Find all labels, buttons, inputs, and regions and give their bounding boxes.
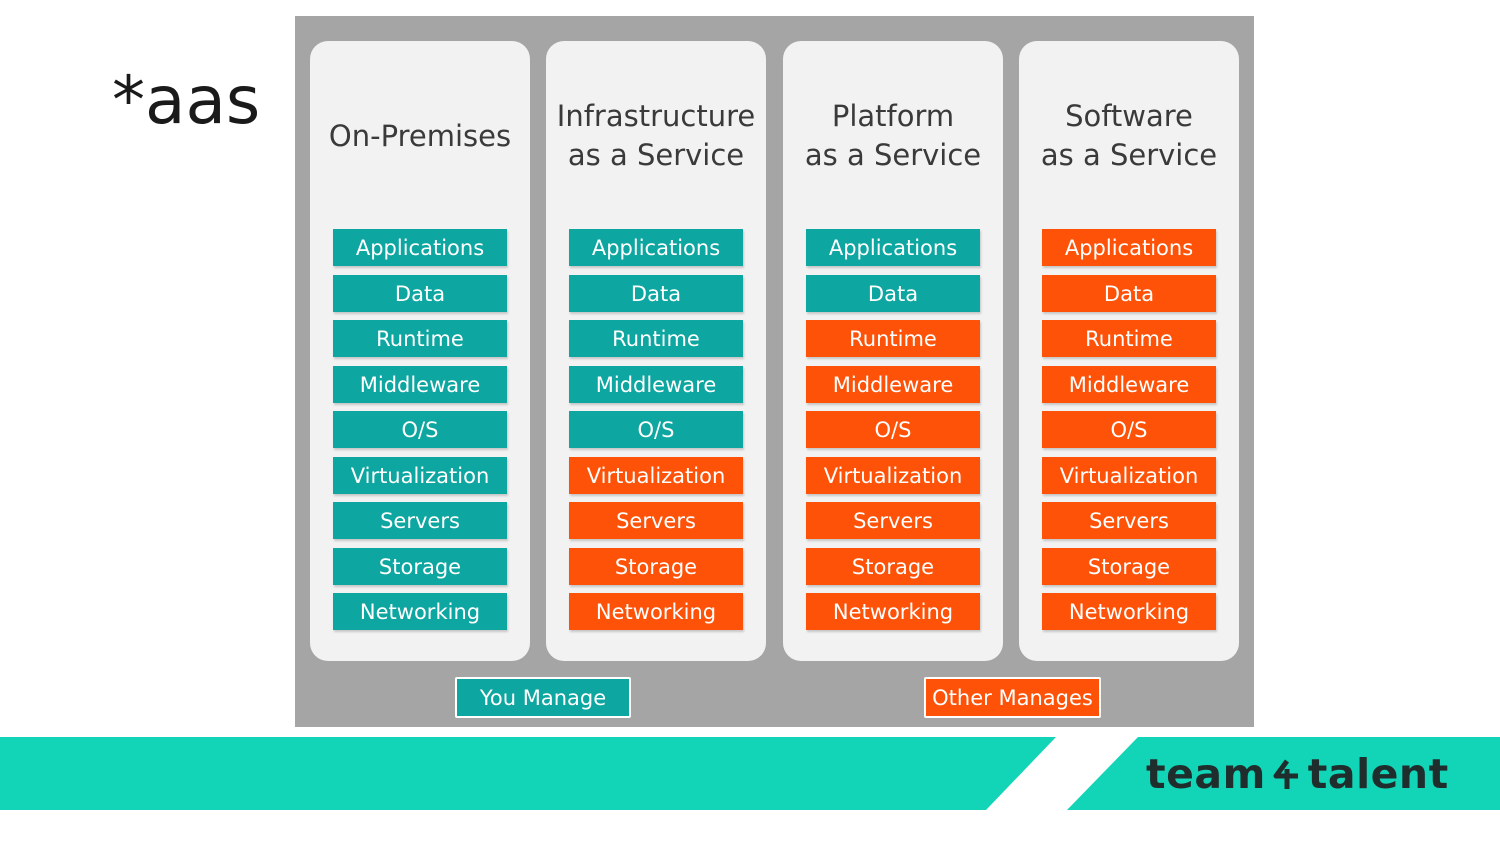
logo-word-team: team <box>1146 750 1266 798</box>
stack-layer-servers: Servers <box>333 502 507 539</box>
stack-layer-storage: Storage <box>806 548 980 585</box>
slide-title: *aas <box>112 62 261 139</box>
stack-layer-servers: Servers <box>569 502 743 539</box>
column-title: On-Premises <box>328 118 512 153</box>
stack-layer-applications: Applications <box>1042 229 1216 266</box>
stack-layer-servers: Servers <box>806 502 980 539</box>
stack-layer-runtime: Runtime <box>806 320 980 357</box>
stack-layer-runtime: Runtime <box>569 320 743 357</box>
stack-layer-virtualization: Virtualization <box>1042 457 1216 494</box>
stack-layer-virtualization: Virtualization <box>569 457 743 494</box>
logo-word-talent: talent <box>1307 750 1449 798</box>
stack-layer-middleware: Middleware <box>569 366 743 403</box>
column-title: Platform as a Service <box>804 99 982 172</box>
stack-layer-applications: Applications <box>806 229 980 266</box>
stack-layer-middleware: Middleware <box>806 366 980 403</box>
stack-layer-applications: Applications <box>569 229 743 266</box>
stack-layer-data: Data <box>1042 275 1216 312</box>
column-title: Infrastructure as a Service <box>556 99 756 172</box>
stack-layer-middleware: Middleware <box>1042 366 1216 403</box>
stack-layer-networking: Networking <box>333 593 507 630</box>
team-talent-logo: team talent <box>1146 750 1449 798</box>
stack-layer-data: Data <box>569 275 743 312</box>
stack-layer-servers: Servers <box>1042 502 1216 539</box>
logo-plus-icon <box>1273 759 1298 789</box>
stack-layer-storage: Storage <box>569 548 743 585</box>
stack-layer-o-s: O/S <box>806 411 980 448</box>
stack-layer-storage: Storage <box>333 548 507 585</box>
stack-layer-o-s: O/S <box>333 411 507 448</box>
legend-other-manages: Other Manages <box>924 677 1101 718</box>
stack-layer-data: Data <box>333 275 507 312</box>
stack-layer-runtime: Runtime <box>333 320 507 357</box>
stack-layer-runtime: Runtime <box>1042 320 1216 357</box>
stack-layer-virtualization: Virtualization <box>806 457 980 494</box>
legend-you-manage: You Manage <box>455 677 631 718</box>
stack-layer-applications: Applications <box>333 229 507 266</box>
stack-layer-o-s: O/S <box>569 411 743 448</box>
stack-layer-networking: Networking <box>806 593 980 630</box>
footer-band-left <box>0 737 1056 810</box>
stack-layer-middleware: Middleware <box>333 366 507 403</box>
stack-layer-networking: Networking <box>1042 593 1216 630</box>
stack-layer-storage: Storage <box>1042 548 1216 585</box>
stack-layer-networking: Networking <box>569 593 743 630</box>
column-title: Software as a Service <box>1040 99 1218 172</box>
stack-layer-data: Data <box>806 275 980 312</box>
stack-layer-o-s: O/S <box>1042 411 1216 448</box>
stack-layer-virtualization: Virtualization <box>333 457 507 494</box>
